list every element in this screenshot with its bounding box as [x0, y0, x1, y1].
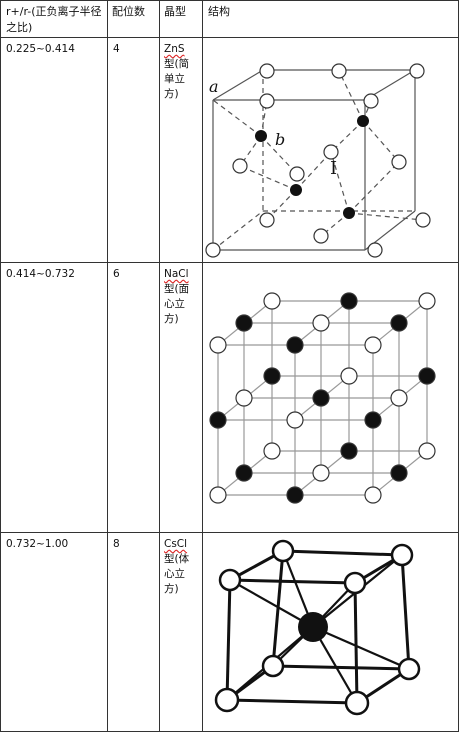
row3-type-name: CsCl [164, 538, 188, 550]
column-divider [202, 0, 203, 732]
row-divider [0, 532, 459, 533]
row2-crystal-type: NaCl 型(面心立方) [164, 267, 194, 327]
table-border-top [0, 0, 459, 1]
row2-ratio: 0.414~0.732 [6, 268, 75, 280]
row2-coordination: 6 [113, 268, 120, 280]
table-border-bottom [0, 731, 459, 732]
header-structure: 结构 [208, 5, 230, 18]
row2-type-name: NaCl [164, 268, 189, 280]
label-a: a [209, 77, 219, 96]
row3-ratio: 0.732~1.00 [6, 538, 69, 550]
header-coordination: 配位数 [112, 5, 145, 18]
row3-crystal-type: CsCl 型(体心立方) [164, 537, 194, 597]
column-divider [159, 0, 160, 732]
row-divider [0, 262, 459, 263]
nacl-unit-cell-diagram [209, 292, 436, 504]
row-divider [0, 37, 459, 38]
cscl-unit-cell-diagram [214, 539, 421, 716]
text-cursor-icon: I [330, 158, 338, 179]
row1-type-name: ZnS [164, 43, 185, 55]
row1-coordination: 4 [113, 43, 120, 55]
column-divider [107, 0, 108, 732]
header-ratio: r+/r-(正负离子半径之比) [6, 5, 102, 34]
row3-type-desc: 型(体心立方) [164, 553, 190, 595]
table-border-left [0, 0, 1, 732]
zns-unit-cell-diagram: a b [205, 63, 431, 258]
row1-type-desc: 型(简单立方) [164, 58, 190, 100]
row3-coordination: 8 [113, 538, 120, 550]
row1-ratio: 0.225~0.414 [6, 43, 75, 55]
header-crystal-type: 晶型 [164, 5, 186, 18]
row1-crystal-type: ZnS 型(简单立方) [164, 42, 194, 102]
label-b: b [275, 130, 285, 149]
row2-type-desc: 型(面心立方) [164, 283, 190, 325]
table-border-right [458, 0, 459, 732]
